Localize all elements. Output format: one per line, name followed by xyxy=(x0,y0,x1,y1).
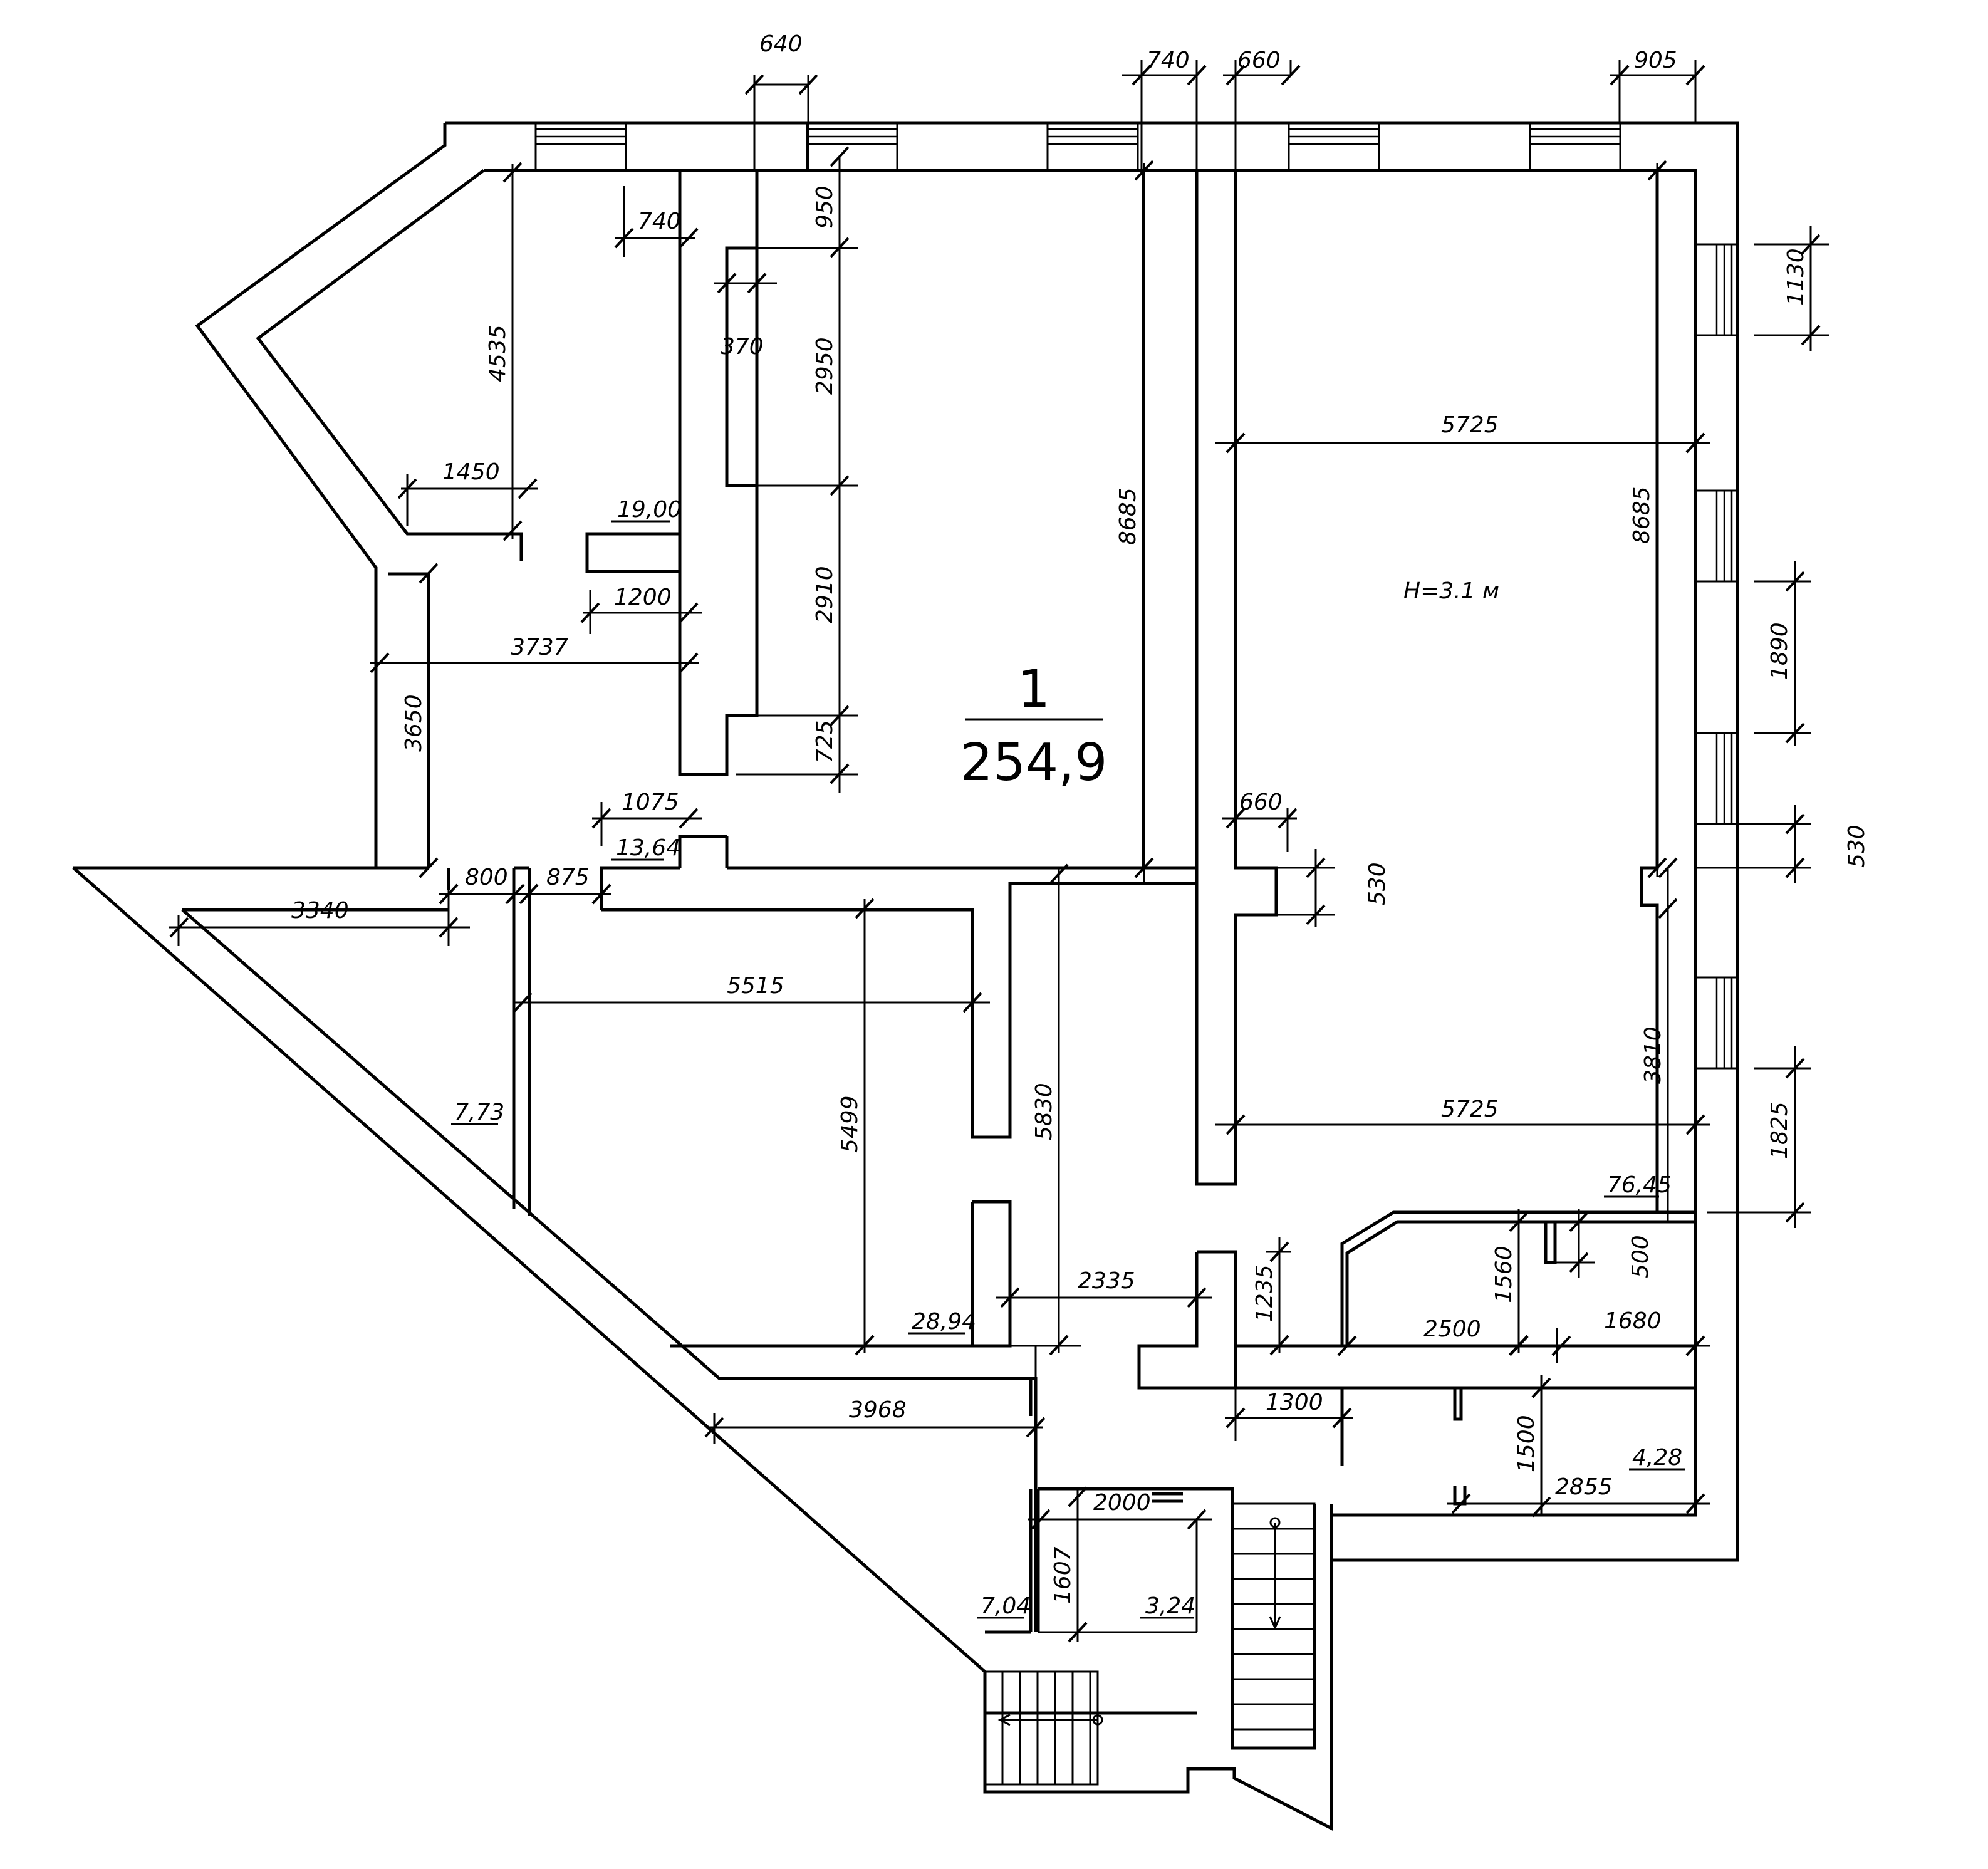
dim-4535: 4535 xyxy=(485,325,511,382)
dim-3737: 3737 xyxy=(511,635,568,660)
dim-950: 950 xyxy=(812,185,838,229)
dim-1200: 1200 xyxy=(614,585,672,610)
dim-2855: 2855 xyxy=(1555,1474,1613,1500)
dim-1235: 1235 xyxy=(1252,1264,1278,1322)
area-13-64: 13,64 xyxy=(616,835,680,861)
windows-top xyxy=(534,122,1621,172)
dim-370: 370 xyxy=(721,334,764,360)
ceiling-height: H=3.1 м xyxy=(1403,578,1499,604)
exterior-walls xyxy=(72,121,1739,1831)
dim-8685-left: 8685 xyxy=(1115,487,1141,545)
dim-1890: 1890 xyxy=(1767,622,1793,680)
dim-725: 725 xyxy=(812,720,838,763)
windows-right xyxy=(1694,243,1739,1070)
dim-1500: 1500 xyxy=(1514,1415,1539,1472)
dim-5499: 5499 xyxy=(837,1095,863,1153)
dim-1130: 1130 xyxy=(1783,248,1809,306)
room-area-labels: 19,00 13,64 7,73 28,94 76,45 4,28 7,04 3… xyxy=(454,497,1682,1619)
stairs-right xyxy=(1231,1502,1316,1749)
area-4-28: 4,28 xyxy=(1632,1445,1682,1471)
room-total-area: 254,9 xyxy=(960,733,1108,793)
area-3-24: 3,24 xyxy=(1145,1593,1195,1619)
window-4 xyxy=(1288,122,1380,172)
window-5 xyxy=(1529,122,1621,172)
dim-8685-right: 8685 xyxy=(1629,486,1655,544)
window-r2 xyxy=(1694,489,1739,583)
window-1 xyxy=(534,122,627,172)
dimension-labels: 640 740 660 905 740 950 370 2950 2910 72… xyxy=(291,31,1870,1604)
dim-3340: 3340 xyxy=(291,898,349,924)
dim-2500: 2500 xyxy=(1423,1316,1481,1342)
dim-1680: 1680 xyxy=(1604,1308,1662,1334)
dim-2335: 2335 xyxy=(1078,1268,1135,1294)
area-7-73: 7,73 xyxy=(454,1100,504,1125)
dim-3968: 3968 xyxy=(849,1397,907,1423)
dim-2950: 2950 xyxy=(812,337,838,395)
room-number: 1 xyxy=(1017,660,1050,719)
dim-top-905: 905 xyxy=(1634,48,1677,73)
dim-740-upper: 740 xyxy=(638,209,681,234)
area-28-94: 28,94 xyxy=(912,1309,976,1335)
area-underlines xyxy=(451,520,1685,1619)
dim-1450: 1450 xyxy=(442,459,500,485)
dim-1075: 1075 xyxy=(622,789,679,815)
dim-660-mid: 660 xyxy=(1239,789,1283,815)
window-r1 xyxy=(1694,243,1739,336)
dim-3810: 3810 xyxy=(1640,1026,1666,1084)
area-19-00: 19,00 xyxy=(617,497,682,523)
dim-530-right: 530 xyxy=(1844,825,1870,868)
area-76-45: 76,45 xyxy=(1607,1172,1672,1198)
dim-5830: 5830 xyxy=(1031,1083,1057,1140)
dim-top-660: 660 xyxy=(1237,48,1281,73)
window-2 xyxy=(806,122,898,172)
dim-500: 500 xyxy=(1628,1235,1653,1278)
dim-1607: 1607 xyxy=(1050,1546,1076,1604)
stairs-bottom xyxy=(984,1670,1103,1786)
dim-5515: 5515 xyxy=(727,973,784,999)
dim-1300: 1300 xyxy=(1266,1390,1323,1415)
dim-5725-bottom: 5725 xyxy=(1441,1096,1499,1122)
window-r4 xyxy=(1694,976,1739,1070)
dim-1560: 1560 xyxy=(1491,1246,1517,1303)
window-3 xyxy=(1046,122,1139,172)
dim-800: 800 xyxy=(465,865,508,890)
dim-3650: 3650 xyxy=(401,694,427,752)
dim-top-740: 740 xyxy=(1147,48,1190,73)
dim-top-640: 640 xyxy=(759,31,803,57)
dim-1825: 1825 xyxy=(1767,1101,1793,1159)
dim-875: 875 xyxy=(546,865,590,890)
dim-5725-top: 5725 xyxy=(1441,412,1499,438)
window-r3 xyxy=(1694,732,1739,825)
dim-530-mid: 530 xyxy=(1365,862,1390,905)
dimension-lines xyxy=(169,60,1829,1643)
area-7-04: 7,04 xyxy=(981,1593,1031,1619)
dim-2000: 2000 xyxy=(1093,1490,1151,1516)
interior-walls xyxy=(447,170,1697,1750)
dim-2910: 2910 xyxy=(812,566,838,623)
